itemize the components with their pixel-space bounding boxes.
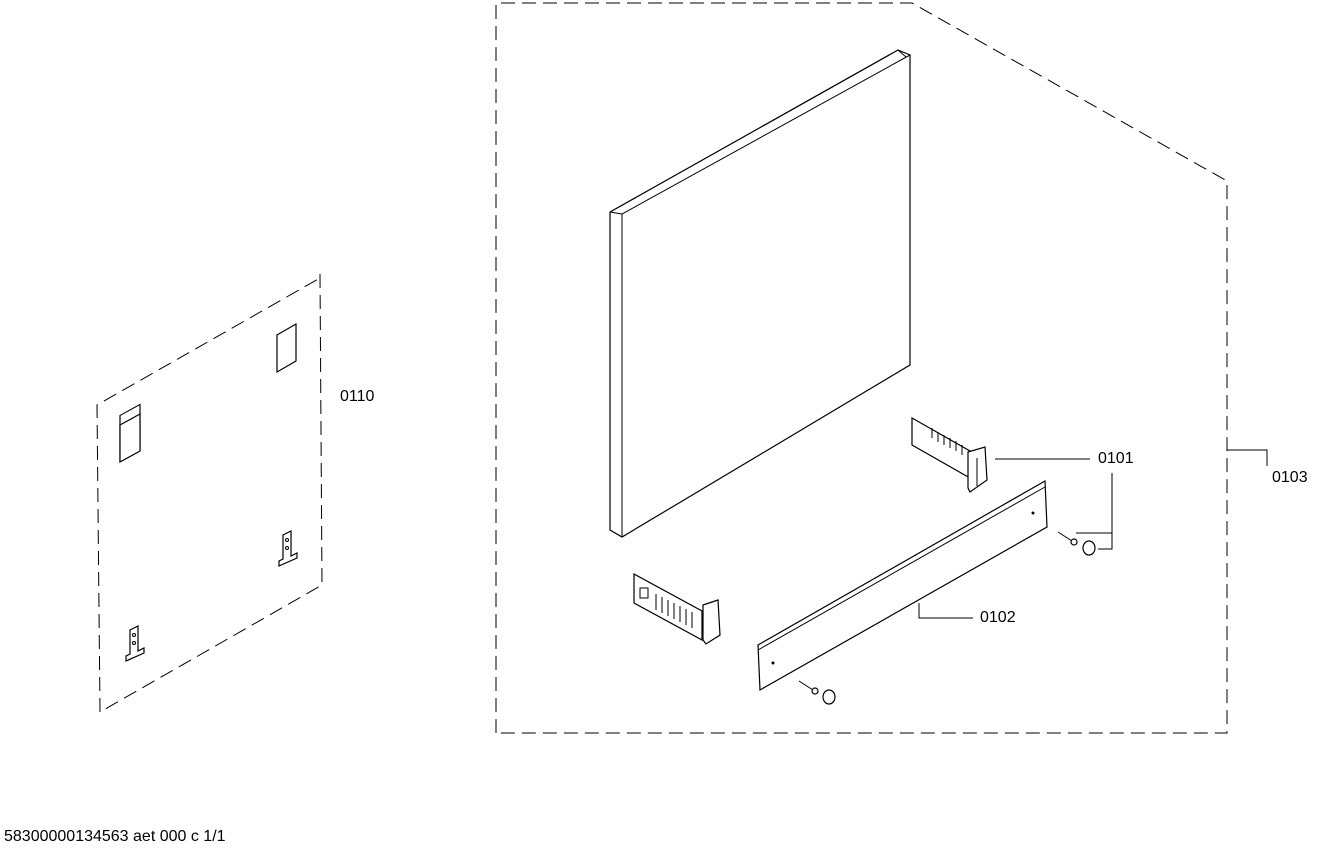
door-panel xyxy=(609,49,911,538)
rail-0102 xyxy=(757,479,1048,692)
cap-left xyxy=(822,689,836,705)
leader-0102 xyxy=(918,603,973,619)
screw-left xyxy=(798,680,819,695)
label-0110: 0110 xyxy=(340,388,375,405)
leader-0101-fasteners xyxy=(1098,473,1113,550)
hinge-plate-right xyxy=(278,530,298,567)
group-0110-panel xyxy=(96,273,323,713)
label-0103: 0103 xyxy=(1272,469,1308,486)
label-0101: 0101 xyxy=(1098,450,1134,467)
group-0103-outline xyxy=(495,2,1228,734)
document-id-footer: 58300000134563 aet 000 c 1/1 xyxy=(4,828,226,845)
hinge-plate-left xyxy=(125,625,145,662)
cap-right xyxy=(1082,540,1096,556)
leader-0103 xyxy=(1227,449,1268,466)
bracket-0101 xyxy=(911,416,988,493)
bracket-left xyxy=(633,572,721,645)
screw-right xyxy=(1057,531,1078,546)
label-0102: 0102 xyxy=(980,609,1016,626)
